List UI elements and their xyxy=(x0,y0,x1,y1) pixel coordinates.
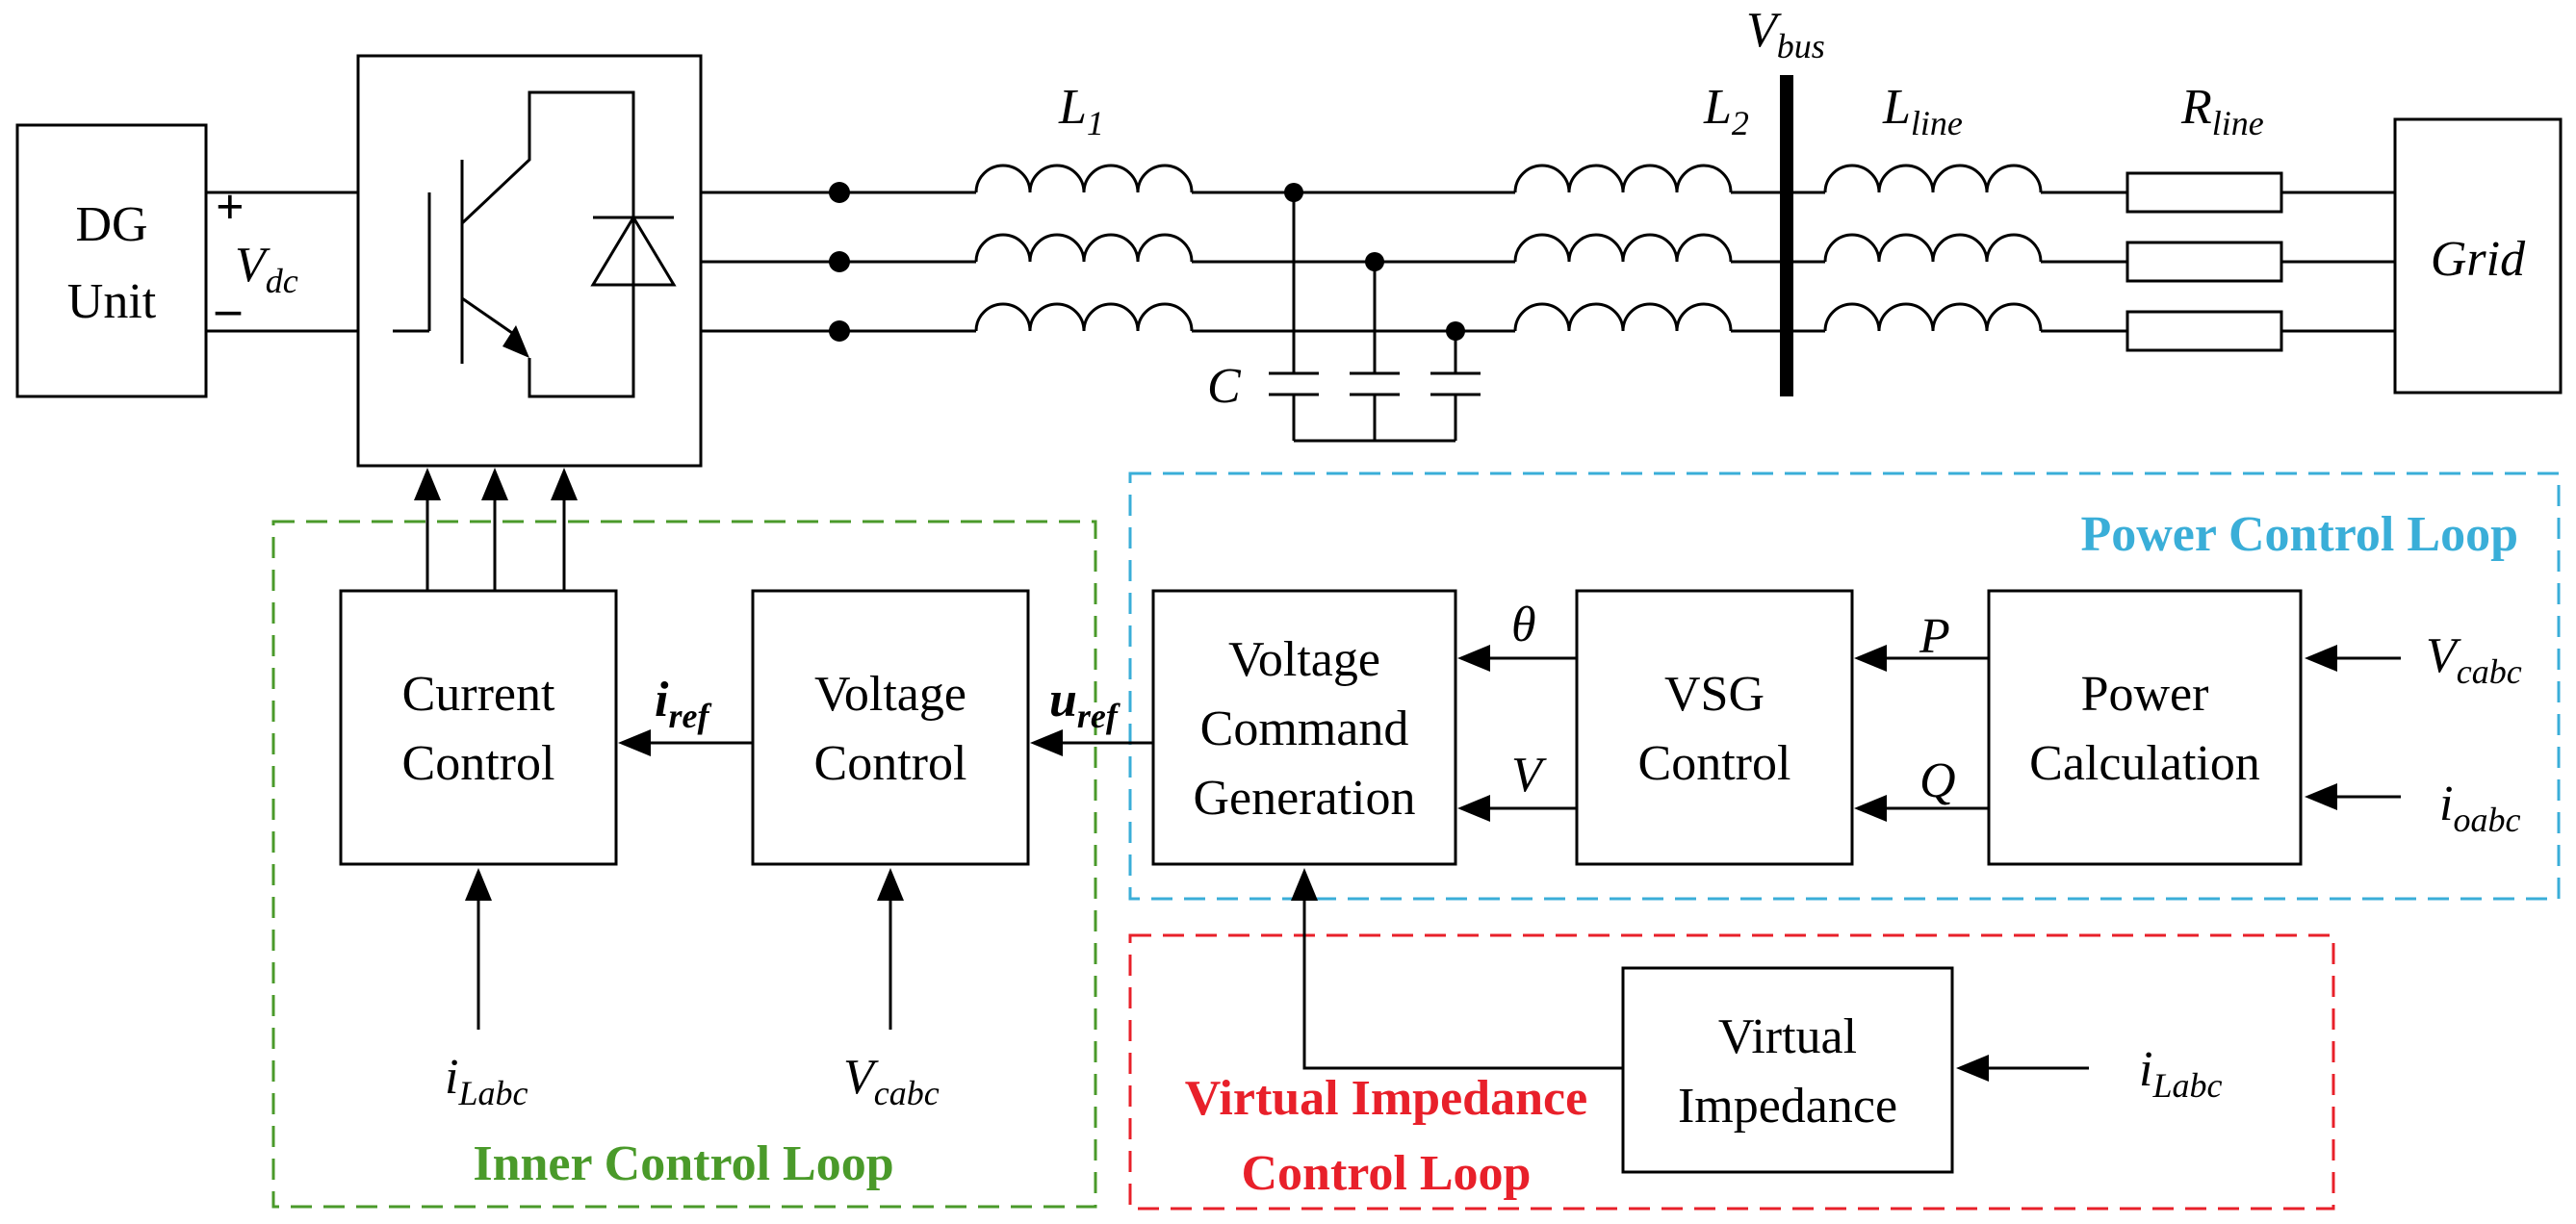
virtual-impedance-line1: Virtual xyxy=(1718,1009,1857,1064)
i-oabc-input-label: ioabc xyxy=(2439,777,2520,839)
inner-loop-boundary xyxy=(271,520,1097,1209)
power-calculation-line2: Calculation xyxy=(2029,736,2260,791)
inverter-block xyxy=(356,54,703,468)
dc-plus-sign: + xyxy=(216,180,245,235)
capacitor-bank xyxy=(1269,192,1481,443)
voltage-control-block: Voltage Control xyxy=(751,589,1030,866)
voltage-command-line2: Command xyxy=(1200,701,1409,756)
dg-unit-line2: Unit xyxy=(67,274,157,329)
virtual-loop-boundary xyxy=(1128,933,2335,1211)
q-label: Q xyxy=(1919,753,1956,808)
vsg-control-line2: Control xyxy=(1638,736,1791,791)
virtual-impedance-block: Virtual Impedance xyxy=(1621,966,1954,1174)
theta-label: θ xyxy=(1511,598,1536,652)
current-control-line2: Control xyxy=(402,736,555,791)
inner-loop-label: Inner Control Loop xyxy=(473,1136,893,1191)
pwm-signal-arrows xyxy=(414,468,578,591)
virtual-loop-label-line2: Control Loop xyxy=(1242,1146,1532,1201)
i-ref-label: iref xyxy=(655,673,711,735)
virtual-loop-label-line1: Virtual Impedance xyxy=(1185,1071,1587,1126)
i-labc-current-label: iLabc xyxy=(445,1050,528,1112)
p-label: P xyxy=(1919,609,1950,664)
voltage-control-line1: Voltage xyxy=(814,667,966,722)
voltage-command-line3: Generation xyxy=(1193,771,1415,826)
lline-label: Lline xyxy=(1882,80,1963,142)
u-ref-label: uref xyxy=(1049,673,1121,735)
grid-label: Grid xyxy=(2431,232,2526,287)
v-cabc-input-label: Vcabc xyxy=(2426,628,2522,691)
power-loop-label: Power Control Loop xyxy=(2080,507,2518,562)
l1-label: L1 xyxy=(1058,80,1104,142)
current-control-block: Current Control xyxy=(339,589,618,866)
inductor-l2 xyxy=(1513,164,1733,333)
power-calculation-block: Power Calculation xyxy=(1987,589,2303,866)
current-control-line1: Current xyxy=(402,667,555,722)
virtual-impedance-line2: Impedance xyxy=(1678,1079,1897,1134)
dg-unit-block: DG Unit xyxy=(15,123,208,398)
v-label: V xyxy=(1511,748,1547,803)
voltage-control-line2: Control xyxy=(814,736,967,791)
voltage-command-block: Voltage Command Generation xyxy=(1151,589,1457,866)
vsg-control-line1: VSG xyxy=(1664,667,1765,722)
resistor-line xyxy=(2125,171,2283,352)
power-loop-boundary xyxy=(1128,472,2561,901)
inductor-l1 xyxy=(974,164,1194,333)
capacitor-label: C xyxy=(1207,359,1242,414)
dg-unit-line1: DG xyxy=(75,197,147,252)
power-calculation-line1: Power xyxy=(2081,667,2209,722)
grid-block: Grid xyxy=(2393,117,2563,395)
v-cabc-voltage-label: Vcabc xyxy=(843,1050,940,1112)
vsg-control-block: VSG Control xyxy=(1575,589,1854,866)
control-signal-arrows xyxy=(465,645,2401,1082)
inductor-line xyxy=(1823,164,2043,333)
voltage-command-line1: Voltage xyxy=(1228,632,1380,687)
dc-minus-sign: – xyxy=(215,282,242,337)
vdc-label: Vdc xyxy=(235,238,298,300)
l2-label: L2 xyxy=(1703,80,1749,142)
vbus-label: Vbus xyxy=(1746,3,1825,65)
rline-label: Rline xyxy=(2180,80,2264,142)
i-labc-virtual-label: iLabc xyxy=(2139,1042,2222,1105)
